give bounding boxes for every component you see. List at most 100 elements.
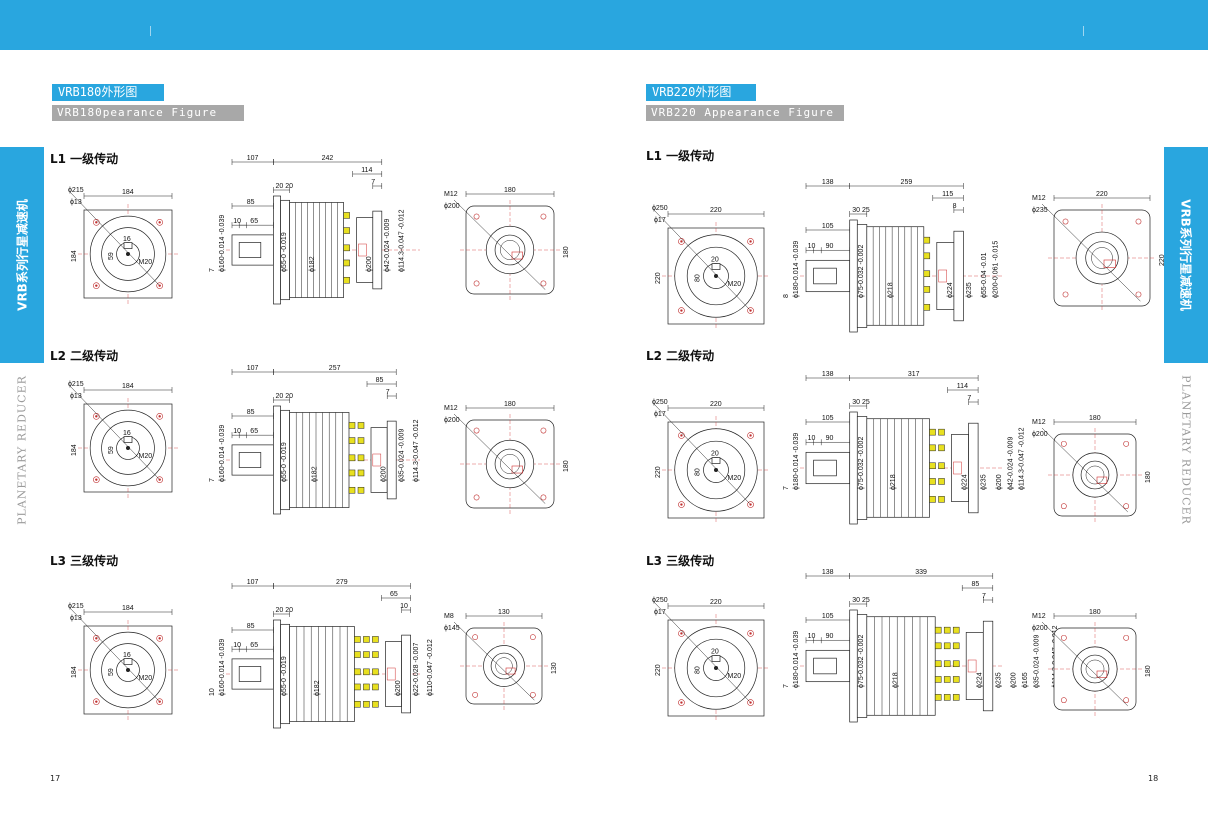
dimension-label: 180: [504, 187, 516, 194]
diameter-label: ϕ55-0 -0.019: [281, 656, 288, 696]
dimension-label: 10: [808, 243, 816, 250]
leader-line: [69, 385, 159, 479]
clamp-slot: [505, 667, 516, 675]
dimension-label: 85: [376, 377, 384, 384]
mounting-hole: [1062, 291, 1069, 298]
mounting-hole: [678, 699, 685, 706]
key-label: 16: [123, 236, 131, 243]
dimension-label: 7: [967, 395, 971, 402]
diameter-label: ϕ55-0 -0.019: [281, 442, 288, 482]
keyway: [123, 658, 133, 665]
hole-diameter-label: ϕ13: [70, 199, 82, 206]
bolt-head: [372, 651, 379, 658]
right-stage-1: L1 一级传动: [646, 149, 715, 163]
bolt-head: [943, 642, 951, 650]
bolt-head: [929, 428, 936, 436]
bolt-head: [363, 636, 370, 643]
diameter-label: ϕ35-0.024 -0.009: [398, 429, 405, 482]
mounting-hole: [540, 213, 547, 220]
mounting-hole-center: [749, 309, 752, 312]
dimension-label: 20 20: [276, 393, 294, 400]
dimension-label: 65: [250, 642, 258, 649]
mounting-hole-center: [158, 478, 161, 481]
thread-label: M12: [444, 405, 458, 412]
mounting-hole-center: [680, 240, 683, 243]
dimension-label: 10: [400, 603, 408, 610]
right-side-tab: VRB系列行星减速机: [1164, 147, 1208, 363]
keyway: [711, 263, 721, 270]
bolt-head: [923, 304, 931, 311]
dimension-label: 257: [329, 365, 341, 372]
mounting-hole: [1135, 291, 1142, 298]
height-label: 130: [551, 662, 558, 674]
mounting-hole: [472, 634, 479, 641]
height-label: 180: [563, 460, 570, 472]
shaft-key: [238, 242, 262, 258]
bolt-head: [354, 651, 361, 658]
dimension-label: 105: [822, 223, 834, 230]
diameter-label: ϕ235: [995, 672, 1002, 688]
input-adapter: [951, 434, 969, 502]
keyway: [123, 242, 133, 249]
outer-diameter-label: ϕ250: [652, 205, 668, 212]
flange-plate: [273, 619, 281, 729]
mounting-hole: [747, 238, 754, 245]
motor-flange: [982, 620, 994, 712]
bolt-head: [923, 286, 931, 293]
dimension-label: 85: [972, 581, 980, 588]
mounting-hole: [540, 494, 547, 501]
bolt-head: [372, 668, 379, 676]
leader-line: [653, 601, 750, 702]
shaft-key: [238, 452, 262, 468]
bolt-head: [363, 700, 370, 708]
bolt-head: [348, 469, 356, 477]
dimension-label: 107: [247, 155, 259, 162]
diameter-label: ϕ218: [893, 672, 900, 688]
bolt-head: [923, 236, 931, 244]
dimension-label: 30 25: [852, 399, 870, 406]
dimension-label: 85: [247, 623, 255, 630]
mounting-hole-center: [749, 701, 752, 704]
bolt-head: [354, 636, 361, 643]
leader-line: [69, 607, 159, 701]
bolt-head: [923, 270, 931, 278]
shaft-key: [238, 666, 262, 682]
diameter-label: ϕ200: [1011, 672, 1018, 688]
mounting-hole-center: [749, 632, 752, 635]
leader-line: [653, 403, 750, 504]
dimension-label: 114: [361, 167, 372, 174]
clamp-slot: [1096, 476, 1108, 484]
inner-bore: [1085, 659, 1105, 679]
mounting-hole: [93, 476, 100, 483]
input-bore: [967, 659, 977, 673]
diameter-label: ϕ114.3-0.047 -0.012: [1019, 427, 1026, 490]
mounting-hole: [473, 494, 480, 501]
dimension-label: 8: [953, 203, 957, 210]
bolt-head: [343, 212, 350, 219]
right-title-en: VRB220 Appearance Figure: [646, 105, 844, 121]
diameter-label: 10: [209, 688, 216, 696]
hole-diameter-label: ϕ17: [654, 411, 666, 418]
bolt-head: [348, 422, 356, 429]
clamp-slot: [511, 465, 523, 474]
shaft-key: [813, 459, 837, 477]
bolt-head: [372, 683, 379, 691]
hole-diameter-label: ϕ13: [70, 615, 82, 622]
bolt-head: [952, 694, 960, 701]
shaft-center: [126, 252, 130, 256]
dimension-label: 85: [247, 199, 255, 206]
banner-tick: [150, 26, 151, 36]
mounting-hole-center: [749, 503, 752, 506]
shaft-center: [714, 666, 718, 670]
dimension-label: 138: [822, 371, 834, 378]
bolt-head: [934, 642, 942, 650]
left-title-cn: VRB180外形图: [52, 84, 164, 101]
dimension-label: 30 25: [852, 207, 870, 214]
height-label: 184: [71, 444, 78, 456]
dimension-label: 10: [808, 435, 816, 442]
leader-line: [453, 413, 546, 504]
input-bore: [953, 461, 962, 475]
mounting-hole: [93, 282, 100, 289]
